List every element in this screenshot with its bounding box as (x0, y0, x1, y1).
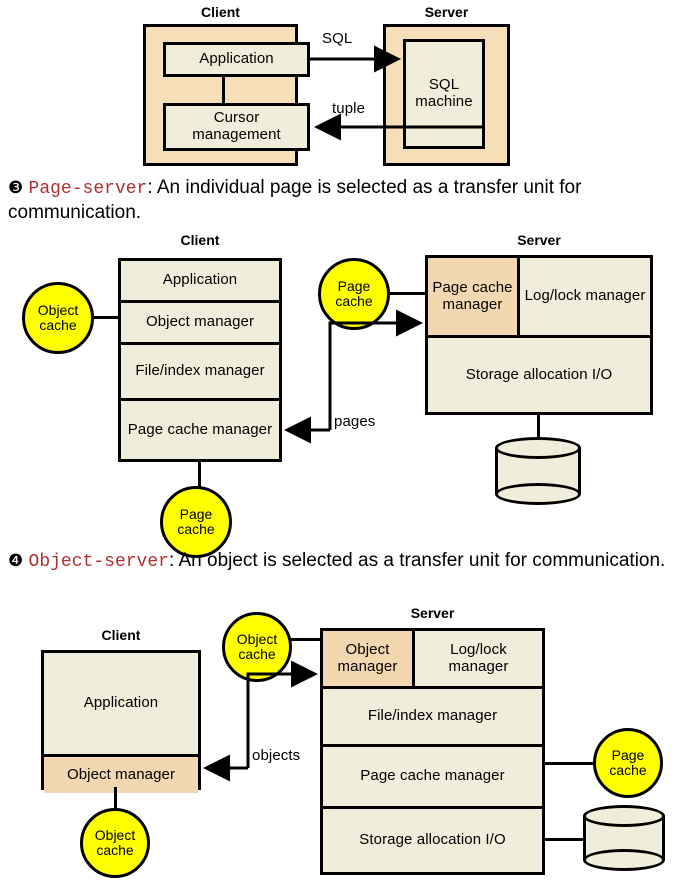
d3-label-objects: objects (252, 747, 301, 764)
d3-client-module-application: Application (44, 653, 198, 757)
d2-connector-client-pagecache (198, 459, 201, 489)
d3-server-module-storage-allocation-io: Storage allocation I/O (323, 809, 542, 872)
d1-connector-app-cursor (222, 74, 225, 106)
d1-module-application: Application (163, 42, 310, 77)
d3-server-module-object-manager: Object manager (323, 631, 415, 686)
d2-client-stack: Application Object manager File/index ma… (118, 258, 282, 462)
d3-connector-client-objectcache (114, 787, 117, 811)
d3-server-module-file-index-manager: File/index manager (323, 689, 542, 747)
d2-server-module-page-cache-manager: Page cache manager (428, 258, 520, 335)
section2-bullet: ❸ (8, 178, 24, 197)
d2-server-header: Server (517, 232, 561, 248)
section2-paragraph: ❸ Page-server: An individual page is sel… (8, 176, 672, 224)
d2-client-module-object-manager: Object manager (121, 303, 279, 345)
d1-label-sql: SQL (322, 30, 353, 47)
d2-connector-pagecache-server (388, 292, 427, 295)
d2-client-header: Client (180, 232, 220, 248)
d1-label-tuple: tuple (332, 100, 366, 117)
section3-paragraph: ❹ Object-server: An object is selected a… (8, 549, 672, 574)
d1-module-sql-machine: SQL machine (403, 39, 485, 149)
section3-colon: : (168, 550, 175, 571)
section3-bullet: ❹ (8, 551, 24, 570)
d2-client-module-application: Application (121, 261, 279, 303)
d2-cache-page-server: Page cache (318, 258, 390, 330)
section2-colon: : (147, 177, 153, 198)
section3-term: Object-server (28, 552, 169, 572)
d3-connector-objectcache-server (290, 638, 322, 641)
d3-server-header: Server (410, 605, 455, 621)
d3-client-module-object-manager: Object manager (44, 757, 198, 793)
d3-cache-page-server: Page cache (593, 728, 663, 798)
d2-server-module-storage-allocation-io: Storage allocation I/O (428, 338, 650, 412)
d3-cache-object-server: Object cache (222, 612, 292, 682)
d2-cache-page-client: Page cache (160, 486, 232, 558)
d2-server-stack: Page cache manager Log/lock manager Stor… (425, 255, 653, 415)
d2-client-module-page-cache-manager: Page cache manager (121, 401, 279, 459)
section2-text: An individual page is selected as a tran… (8, 177, 582, 223)
d3-server-module-page-cache-manager: Page cache manager (323, 747, 542, 809)
d3-server-module-log-lock-manager: Log/lock manager (415, 631, 542, 686)
section2-term: Page-server (28, 179, 148, 199)
d2-server-module-log-lock-manager: Log/lock manager (520, 258, 650, 335)
d2-label-pages: pages (334, 413, 376, 430)
d2-database-cylinder (495, 437, 581, 505)
d3-server-stack: Object manager Log/lock manager File/ind… (320, 628, 545, 875)
d3-client-stack: Application Object manager (41, 650, 201, 793)
section3-text: An object is selected as a transfer unit… (178, 550, 666, 571)
d3-client-header: Client (101, 627, 141, 643)
d3-database-cylinder (583, 805, 665, 871)
d3-connector-server-pagecache (543, 762, 595, 765)
d2-connector-server-db (537, 414, 540, 442)
d1-client-header: Client (201, 4, 240, 20)
d1-module-cursor-management: Cursor management (163, 103, 310, 151)
d2-client-module-file-index-manager: File/index manager (121, 345, 279, 401)
d2-connector-objectcache-client (92, 316, 120, 319)
d3-connector-server-db (543, 838, 585, 841)
d2-cache-object-client: Object cache (22, 282, 94, 354)
d1-server-header: Server (424, 4, 469, 20)
d3-cache-object-client: Object cache (80, 808, 150, 878)
